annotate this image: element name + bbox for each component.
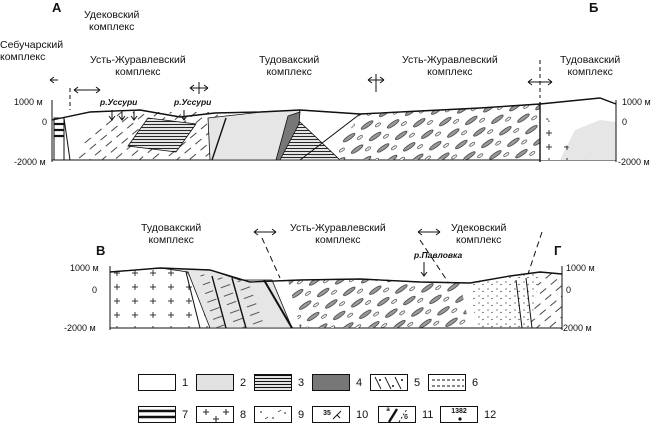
section-ab-letter-right: Б <box>589 0 599 15</box>
tick-vg-right-0: 0 <box>566 285 572 295</box>
legend-swatch-6 <box>428 374 466 391</box>
legend-swatch-12: 1382 <box>440 406 478 423</box>
tick-ab-left-2000: -2000 м <box>14 157 46 167</box>
label-ustzhur-ab-1: Усть-Журавлевский комплекс <box>90 54 186 78</box>
river-ussuri-2: р.Уссури <box>174 97 212 107</box>
legend-swatch-1 <box>138 374 176 391</box>
section-vg <box>109 228 563 330</box>
label-tudovak-ab-1: Тудовакский комплекс <box>259 54 320 78</box>
tick-ab-right-0: 0 <box>622 117 628 127</box>
legend-swatch-3 <box>254 374 292 391</box>
tick-vg-right-2000: -2000 м <box>560 323 592 333</box>
tick-ab-right-1000: 1000 м <box>622 97 651 107</box>
legend-swatch-10: 35 <box>312 406 350 423</box>
legend-swatch-4 <box>312 374 350 391</box>
section-vg-letter-left: В <box>96 243 106 258</box>
legend-swatch-8 <box>196 406 234 423</box>
legend-swatch-9 <box>254 406 292 423</box>
tick-ab-right-2000: -2000 м <box>618 157 650 167</box>
label-sebuchar-ab: Себучарский комплекс <box>0 39 64 63</box>
legend-swatch-11: а б <box>378 406 416 423</box>
section-vg-letter-right: Г <box>554 243 562 258</box>
tick-vg-left-2000: -2000 м <box>64 323 96 333</box>
tick-vg-left-0: 0 <box>92 285 98 295</box>
legend-swatch-7 <box>138 406 176 423</box>
legend-swatch-5 <box>370 374 408 391</box>
tick-vg-left-1000: 1000 м <box>70 263 99 273</box>
tick-ab-left-0: 0 <box>42 117 48 127</box>
legend-swatch-2 <box>196 374 234 391</box>
label-tudovak-vg: Тудовакский комплекс <box>141 222 202 246</box>
label-udekov-ab: Удековский комплекс <box>84 9 140 33</box>
tick-vg-right-1000: 1000 м <box>566 263 595 273</box>
river-ussuri-1: р.Уссури <box>100 97 138 107</box>
tick-ab-left-1000: 1000 м <box>14 97 43 107</box>
river-pavlovka: р.Павловка <box>414 250 463 260</box>
label-tudovak-ab-2: Тудовакский комплекс <box>560 54 621 78</box>
label-udekov-vg: Удековский комплекс <box>451 222 507 246</box>
label-ustzhur-vg: Усть-Журавлевский комплекс <box>290 222 386 246</box>
section-ab-letter-left: А <box>52 0 62 15</box>
label-ustzhur-ab-2: Усть-Журавлевский комплекс <box>402 54 498 78</box>
section-ab <box>49 60 617 162</box>
